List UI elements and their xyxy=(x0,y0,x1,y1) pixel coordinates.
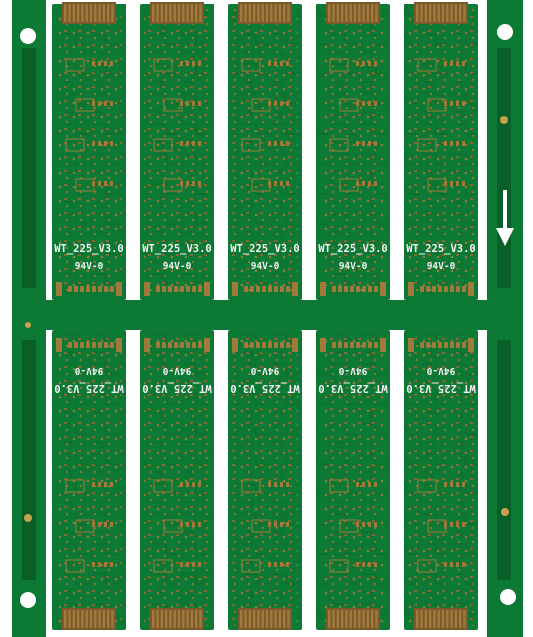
rating-label: 94V-0 xyxy=(339,261,368,272)
rating-label: 94V-0 xyxy=(74,365,103,376)
pcb-board: WT_225_V3.0 94V-0 xyxy=(140,330,214,630)
left-rail-slot-top xyxy=(22,48,36,288)
component-footprints xyxy=(153,479,201,573)
edge-connector xyxy=(150,608,204,630)
silkscreen-label: WT_225_V3.0 94V-0 xyxy=(318,243,388,272)
component-footprints xyxy=(417,479,465,573)
component-footprints xyxy=(65,58,113,192)
tooling-hole-icon xyxy=(20,592,36,608)
rating-label: 94V-0 xyxy=(338,365,367,376)
silkscreen-label: WT_225_V3.0 94V-0 xyxy=(54,365,124,394)
board-label: WT_225_V3.0 xyxy=(142,243,212,255)
rating-label: 94V-0 xyxy=(163,261,192,272)
tooling-hole-icon xyxy=(20,28,36,44)
component-footprints xyxy=(241,479,289,573)
board-label: WT_225_V3.0 xyxy=(230,243,300,255)
pad-strip xyxy=(56,338,122,352)
edge-connector xyxy=(326,2,380,24)
component-footprints xyxy=(329,58,377,192)
fiducial-mark xyxy=(501,508,509,516)
board-label: WT_225_V3.0 xyxy=(406,382,476,394)
pad-strip xyxy=(144,338,210,352)
component-footprints xyxy=(153,58,201,192)
bottom-row-boards: WT_225_V3.094V-0WT_225_V3.094V-0WT_225_V… xyxy=(52,330,478,630)
pad-strip xyxy=(56,282,122,296)
edge-connector xyxy=(414,608,468,630)
component-footprints xyxy=(241,58,289,192)
rating-label: 94V-0 xyxy=(162,365,191,376)
rating-label: 94V-0 xyxy=(251,261,280,272)
pcb-board: WT_225_V3.0 94V-0 xyxy=(52,330,126,630)
tooling-hole-icon xyxy=(500,589,516,605)
top-row-boards: WT_225_V3.094V-0WT_225_V3.094V-0WT_225_V… xyxy=(52,2,478,300)
rating-label: 94V-0 xyxy=(426,365,455,376)
edge-connector xyxy=(62,608,116,630)
pad-strip xyxy=(320,282,386,296)
edge-connector xyxy=(238,2,292,24)
edge-connector xyxy=(150,2,204,24)
board-label: WT_225_V3.0 xyxy=(142,382,212,394)
panel-frame xyxy=(12,0,523,637)
pcb-board: WT_225_V3.0 94V-0 xyxy=(228,330,302,630)
silkscreen-label: WT_225_V3.0 94V-0 xyxy=(54,243,124,272)
silkscreen-label: WT_225_V3.0 94V-0 xyxy=(406,365,476,394)
board-label: WT_225_V3.0 xyxy=(54,243,124,255)
edge-connector xyxy=(414,2,468,24)
silkscreen-label: WT_225_V3.0 94V-0 xyxy=(230,365,300,394)
pcb-board: WT_225_V3.0 94V-0 xyxy=(52,2,126,300)
rating-label: 94V-0 xyxy=(75,261,104,272)
component-footprints xyxy=(329,479,377,573)
rating-label: 94V-0 xyxy=(250,365,279,376)
pcb-board: WT_225_V3.0 94V-0 xyxy=(140,2,214,300)
silkscreen-label: WT_225_V3.0 94V-0 xyxy=(318,365,388,394)
pad-strip xyxy=(232,282,298,296)
middle-rail xyxy=(12,300,523,330)
silkscreen-label: WT_225_V3.0 94V-0 xyxy=(406,243,476,272)
board-label: WT_225_V3.0 xyxy=(318,243,388,255)
fiducial-mark xyxy=(24,514,32,522)
tooling-hole-icon xyxy=(497,24,513,40)
pad-strip xyxy=(320,338,386,352)
right-rail-slot-bottom xyxy=(497,340,511,580)
board-label: WT_225_V3.0 xyxy=(54,382,124,394)
fiducial-mark xyxy=(25,322,31,328)
board-label: WT_225_V3.0 xyxy=(406,243,476,255)
edge-connector xyxy=(326,608,380,630)
board-label: WT_225_V3.0 xyxy=(230,382,300,394)
component-footprints xyxy=(65,479,113,573)
silkscreen-label: WT_225_V3.0 94V-0 xyxy=(142,243,212,272)
fiducial-mark xyxy=(500,116,508,124)
board-label: WT_225_V3.0 xyxy=(318,382,388,394)
pad-strip xyxy=(408,282,474,296)
silkscreen-label: WT_225_V3.0 94V-0 xyxy=(230,243,300,272)
pad-strip xyxy=(144,282,210,296)
pad-strip xyxy=(408,338,474,352)
pcb-board: WT_225_V3.0 94V-0 xyxy=(228,2,302,300)
left-rail-slot-bottom xyxy=(22,340,36,580)
pcb-board: WT_225_V3.0 94V-0 xyxy=(316,2,390,300)
pcb-board: WT_225_V3.0 94V-0 xyxy=(316,330,390,630)
pcb-board: WT_225_V3.0 94V-0 xyxy=(404,330,478,630)
component-footprints xyxy=(417,58,465,192)
down-arrow-icon xyxy=(496,190,514,246)
right-rail-slot-top xyxy=(497,48,511,288)
silkscreen-label: WT_225_V3.0 94V-0 xyxy=(142,365,212,394)
pcb-board: WT_225_V3.0 94V-0 xyxy=(404,2,478,300)
pad-strip xyxy=(232,338,298,352)
edge-connector xyxy=(62,2,116,24)
edge-connector xyxy=(238,608,292,630)
rating-label: 94V-0 xyxy=(427,261,456,272)
